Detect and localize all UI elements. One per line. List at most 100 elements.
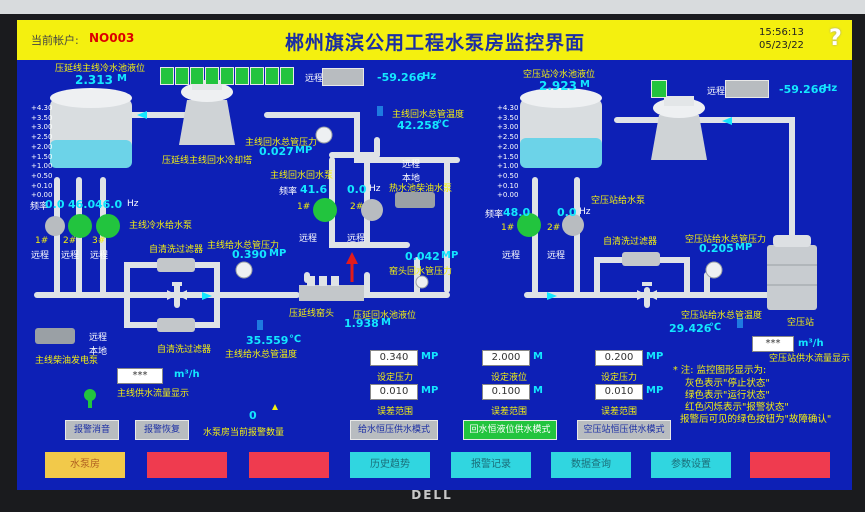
kiln-pressure-value: 0.042 bbox=[405, 250, 440, 263]
left-flow-unit: m³/h bbox=[174, 369, 200, 380]
return-pumps bbox=[313, 198, 383, 222]
setpoint-pressure-3-label: 设定压力 bbox=[601, 373, 638, 383]
right-pool-level: 2.923 bbox=[539, 79, 577, 93]
error-range-1-label: 误差范围 bbox=[377, 407, 414, 417]
setpoint-pressure-1-label: 设定压力 bbox=[377, 373, 414, 383]
help-icon[interactable]: ? bbox=[829, 26, 842, 51]
left-flow-label: 主线供水流量显示 bbox=[117, 389, 190, 399]
right-flow-label: 空压站供水流量显示 bbox=[769, 354, 851, 364]
diesel-units bbox=[35, 192, 435, 344]
left-tower-label: 压延线主线回水冷却塔 bbox=[162, 156, 253, 166]
return-pump-2: 2# bbox=[350, 202, 364, 212]
mode-air-station-pressure[interactable]: 空压站恒压供水模式 bbox=[577, 420, 671, 440]
error-range-1-unit: MP bbox=[421, 385, 439, 396]
fan-indicator[interactable] bbox=[220, 67, 234, 85]
setpoint-pressure-3-unit: MP bbox=[646, 351, 664, 362]
error-range-3-unit: MP bbox=[646, 385, 664, 396]
return-temp-unit: ℃ bbox=[437, 119, 450, 130]
fan-indicator[interactable] bbox=[280, 67, 294, 85]
sensors bbox=[257, 106, 743, 330]
kiln-pressure-unit: MP bbox=[441, 250, 459, 261]
fan-indicator[interactable] bbox=[265, 67, 279, 85]
nav-pump-room[interactable]: 水泵房 bbox=[45, 452, 125, 478]
left-remote-2: 远程 bbox=[61, 251, 80, 261]
setpoint-pressure-1[interactable]: 0.340 bbox=[370, 350, 418, 366]
left-freq-input[interactable] bbox=[322, 68, 364, 86]
left-filter-label-top: 自清洗过滤器 bbox=[149, 245, 204, 255]
left-flow-value: *** bbox=[117, 368, 163, 384]
error-range-3[interactable]: 0.010 bbox=[595, 384, 643, 400]
alarm-reset-button[interactable]: 报警恢复 bbox=[135, 420, 189, 440]
left-pump2-freq: 46.0 bbox=[68, 198, 96, 211]
left-cooling-tower bbox=[179, 80, 235, 145]
note-green: 绿色表示"运行状态" bbox=[685, 390, 770, 401]
nav-history-trend[interactable]: 历史趋势 bbox=[350, 452, 430, 478]
supply-temp-unit: ℃ bbox=[289, 334, 302, 345]
right-pump2-freq: 0.0 bbox=[557, 206, 577, 219]
cold-pump-label: 主线冷水给水泵 bbox=[129, 221, 193, 231]
fan-indicator[interactable] bbox=[205, 67, 219, 85]
fan-indicator[interactable] bbox=[190, 67, 204, 85]
left-pool-label: 压延线主线冷水池液位 bbox=[55, 64, 146, 74]
setpoint-pressure-3[interactable]: 0.200 bbox=[595, 350, 643, 366]
pump-1-label: 1# bbox=[35, 236, 49, 246]
right-temp-label: 空压站给水总管温度 bbox=[681, 311, 763, 321]
nav-data-query[interactable]: 数据查询 bbox=[551, 452, 631, 478]
time: 15:56:13 bbox=[759, 27, 804, 38]
title-bar: 当前帐户: NO003 郴州旗滨公用工程水泵房监控界面 15:56:13 05/… bbox=[17, 20, 852, 60]
fan-indicator[interactable] bbox=[160, 67, 174, 85]
return-pool-level: 1.938 bbox=[344, 317, 379, 330]
account-value[interactable]: NO003 bbox=[89, 31, 135, 45]
setpoint-pressure-1-unit: MP bbox=[421, 351, 439, 362]
pump-2-label: 2# bbox=[63, 236, 77, 246]
supply-pressure-unit: MP bbox=[269, 248, 287, 259]
return-pool-unit: M bbox=[381, 317, 391, 328]
right-pressure-label: 空压站给水总管压力 bbox=[685, 235, 767, 245]
mode-constant-pressure-supply[interactable]: 给水恒压供水模式 bbox=[350, 420, 438, 440]
return-remote-1: 远程 bbox=[299, 234, 318, 244]
right-pump-label: 空压站给水泵 bbox=[591, 196, 646, 206]
nav-button-8[interactable] bbox=[750, 452, 830, 478]
left-freq-hz: Hz bbox=[127, 199, 139, 209]
right-freq-hz: Hz bbox=[579, 207, 591, 217]
alarm-count-arrow bbox=[272, 404, 278, 410]
hot-local-label: 本地 bbox=[402, 174, 421, 184]
nav-parameter-settings[interactable]: 参数设置 bbox=[651, 452, 731, 478]
right-temp-unit: ℃ bbox=[709, 322, 722, 333]
fan-indicator[interactable] bbox=[175, 67, 189, 85]
setpoint-level[interactable]: 2.000 bbox=[482, 350, 530, 366]
diesel-remote-label: 远程 bbox=[89, 333, 108, 343]
date: 05/23/22 bbox=[759, 40, 804, 51]
kiln-label: 压延线窑头 bbox=[289, 309, 335, 319]
note-confirm: 报警后可见的绿色按钮为"故障确认" bbox=[680, 414, 832, 425]
left-level-scale: +4.30+3.50+3.00+2.50+2.00+1.50+1.00+0.50… bbox=[31, 104, 53, 200]
process-diagram bbox=[34, 80, 817, 410]
right-cooling-tower bbox=[651, 96, 707, 160]
alarm-mute-button[interactable]: 报警消音 bbox=[65, 420, 119, 440]
return-freq-label: 频率 bbox=[279, 187, 298, 197]
left-freq-unit: Hz bbox=[422, 71, 437, 82]
right-freq-input[interactable] bbox=[725, 80, 769, 98]
note-title: * 注: 监控图形显示为: bbox=[673, 365, 767, 376]
return-temp-label: 主线回水总管温度 bbox=[392, 110, 465, 120]
left-remote-label: 远程 bbox=[305, 74, 324, 84]
error-range-1[interactable]: 0.010 bbox=[370, 384, 418, 400]
fan-indicator[interactable] bbox=[235, 67, 249, 85]
page-title: 郴州旗滨公用工程水泵房监控界面 bbox=[285, 32, 586, 54]
nav-alarm-log[interactable]: 报警记录 bbox=[451, 452, 531, 478]
alarm-count: 0 bbox=[249, 409, 257, 422]
return-pressure-unit: MP bbox=[295, 145, 313, 156]
return-pump1-freq: 41.6 bbox=[300, 183, 328, 196]
mode-constant-level-return[interactable]: 回水恒液位供水模式 bbox=[463, 420, 557, 440]
right-pool-unit: M bbox=[580, 79, 590, 90]
nav-button-2[interactable] bbox=[147, 452, 227, 478]
left-pump3-freq: 46.0 bbox=[95, 198, 123, 211]
right-pressure-unit: MP bbox=[735, 242, 753, 253]
right-fan-indicator[interactable] bbox=[651, 80, 667, 98]
return-pressure-label: 主线回水总管压力 bbox=[245, 138, 318, 148]
return-pool-label: 压延回水池液位 bbox=[353, 311, 417, 321]
dell-logo: DELL bbox=[411, 488, 453, 502]
nav-button-3[interactable] bbox=[249, 452, 329, 478]
fan-indicator[interactable] bbox=[250, 67, 264, 85]
error-range-2[interactable]: 0.100 bbox=[482, 384, 530, 400]
